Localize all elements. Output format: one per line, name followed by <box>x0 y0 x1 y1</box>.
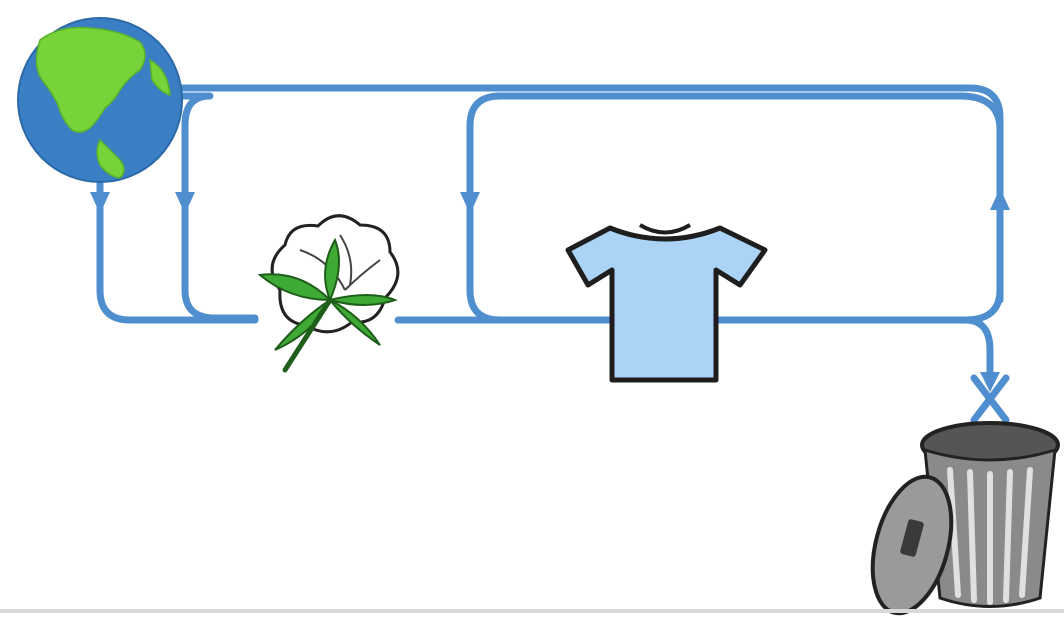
arrow-up-right <box>990 188 1010 210</box>
flow-lines <box>100 88 1000 378</box>
cotton-plant-icon <box>260 216 398 370</box>
bottom-divider <box>0 609 1064 613</box>
arrow-down-outer <box>90 192 110 214</box>
flow-line-top <box>175 88 1000 200</box>
arrowheads <box>90 188 1010 392</box>
globe-icon <box>18 18 182 182</box>
flow-line-to-trash <box>965 320 990 378</box>
tshirt-icon <box>568 225 765 380</box>
arrow-down-middle <box>460 192 480 214</box>
arrow-down-inner <box>175 192 195 214</box>
trash-can-icon <box>859 423 1058 620</box>
